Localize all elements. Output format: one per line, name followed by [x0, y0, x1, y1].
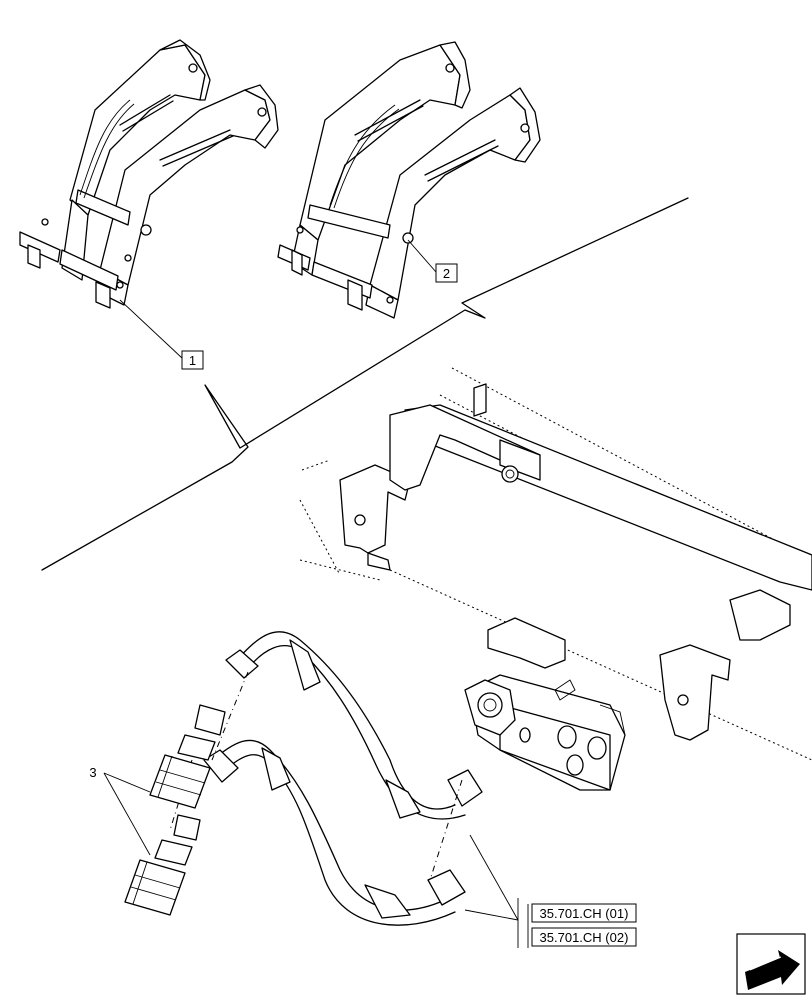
mounting-frame — [299, 367, 812, 761]
svg-text:35.701.CH (01): 35.701.CH (01) — [540, 906, 629, 921]
next-arrow-icon[interactable] — [736, 933, 806, 995]
svg-text:2: 2 — [443, 266, 450, 281]
valve-block — [464, 617, 626, 791]
callout-2[interactable]: 2 — [435, 263, 458, 283]
svg-text:35.701.CH (02): 35.701.CH (02) — [540, 930, 629, 945]
hose-upper — [225, 631, 483, 820]
callout-3[interactable]: 3 — [89, 765, 96, 780]
reference-box-01[interactable]: 35.701.CH (01) — [517, 898, 637, 948]
hose-lower — [203, 739, 466, 926]
svg-text:3: 3 — [89, 765, 96, 780]
leader-line-2 — [407, 239, 437, 273]
callout-1[interactable]: 1 — [181, 350, 204, 370]
reference-box-02[interactable]: 35.701.CH (02) — [531, 927, 637, 947]
leader-line-1 — [119, 299, 183, 359]
section-break-line — [41, 197, 689, 571]
loader-frame-1 — [19, 39, 279, 309]
svg-text:1: 1 — [189, 353, 196, 368]
loader-frame-2 — [277, 41, 541, 319]
quick-coupler-upper — [149, 704, 226, 809]
quick-coupler-lower — [124, 814, 201, 916]
